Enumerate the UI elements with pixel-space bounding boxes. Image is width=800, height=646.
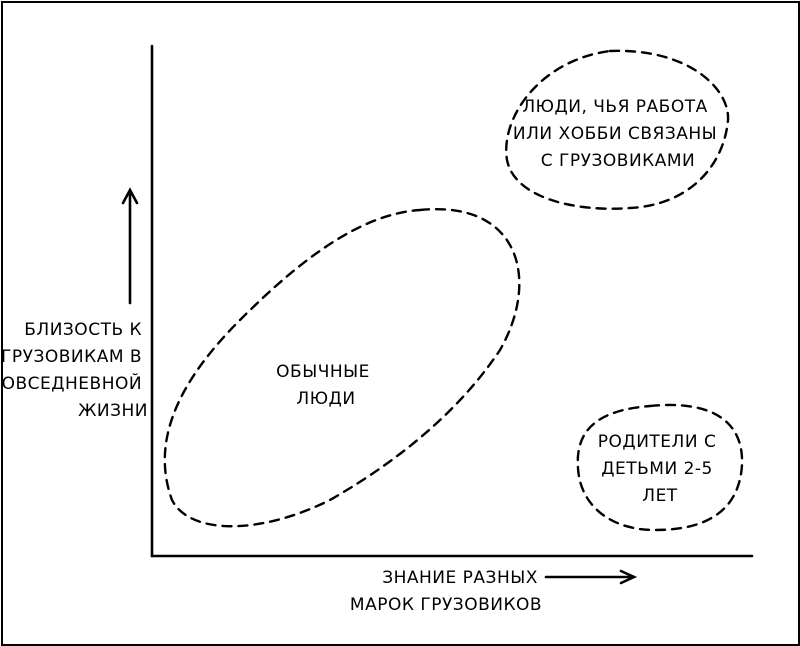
y-label-line: ЖИЗНИ	[78, 401, 148, 421]
y-axis-label: БЛИЗОСТЬ К ГРУЗОВИКАМ В ПОВСЕДНЕВНОЙ ЖИЗ…	[0, 320, 148, 421]
y-arrow-head	[121, 187, 139, 205]
y-label-line: ГРУЗОВИКАМ В	[1, 347, 142, 367]
parents-label: РОДИТЕЛИ С ДЕТЬМИ 2-5 ЛЕТ	[598, 432, 722, 506]
normal-people-label: ОБЫЧНЫЕ ЛЮДИ	[276, 362, 376, 409]
trucker-label: ЛЮДИ, ЧЬЯ РАБОТА ИЛИ ХОББИ СВЯЗАНЫ С ГРУ…	[513, 97, 723, 171]
y-label-line: БЛИЗОСТЬ К	[24, 320, 142, 340]
trucker-region	[505, 49, 730, 210]
x-label-line: МАРОК ГРУЗОВИКОВ	[350, 595, 542, 615]
normal-people-region	[163, 207, 521, 528]
x-axis-label: ЗНАНИЕ РАЗНЫХ МАРОК ГРУЗОВИКОВ	[350, 568, 544, 615]
parents-region	[576, 403, 744, 532]
y-label-line: ПОВСЕДНЕВНОЙ	[0, 372, 142, 394]
x-label-line: ЗНАНИЕ РАЗНЫХ	[382, 568, 538, 588]
x-arrow-head	[619, 569, 638, 585]
